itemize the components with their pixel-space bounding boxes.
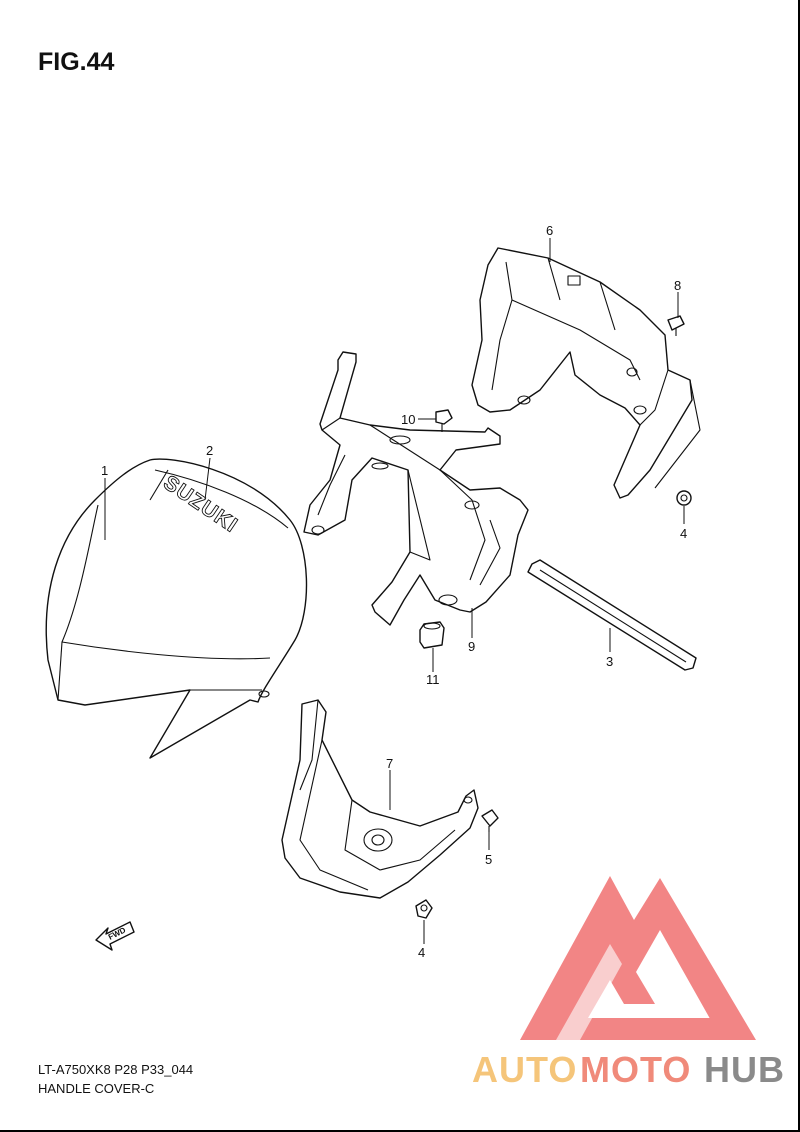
part-10-bolt (435, 409, 453, 432)
part-4-clip-upper (676, 490, 692, 506)
figure-title: FIG.44 (38, 48, 115, 76)
callout-7: 7 (386, 756, 393, 771)
callout-11: 11 (426, 672, 440, 687)
part-5-rivet (481, 809, 499, 832)
part-7-lower-cover (281, 699, 479, 899)
callout-1: 1 (101, 463, 108, 478)
part-4-clip-lower (415, 899, 433, 919)
part-9-bracket (303, 351, 529, 626)
callout-10: 10 (401, 412, 415, 427)
callout-4-lower: 4 (418, 945, 425, 960)
callout-9: 9 (468, 639, 475, 654)
part-6-upper-cover (471, 247, 701, 499)
model-code: LT-A750XK8 P28 P33_044 (38, 1062, 194, 1077)
callout-3: 3 (606, 654, 613, 669)
callout-6: 6 (546, 223, 553, 238)
callout-numbers: 1 2 3 4 4 5 6 7 8 9 10 11 (101, 223, 687, 960)
part-11-collar (419, 621, 445, 649)
part-3-seal-strip (527, 559, 697, 671)
section-name: HANDLE COVER-C (38, 1081, 155, 1096)
watermark-word-moto: MOTO (580, 1049, 691, 1090)
part-8-screw (667, 315, 685, 336)
callout-8: 8 (674, 278, 681, 293)
watermark-word-auto: AUTO (472, 1049, 577, 1090)
watermark-logo (520, 876, 756, 1040)
watermark-word-hub: HUB (704, 1049, 785, 1090)
watermark-text: AUTO MOTO HUB (472, 1049, 785, 1090)
leader-lines (104, 238, 685, 944)
callout-4-upper: 4 (680, 526, 687, 541)
callout-5: 5 (485, 852, 492, 867)
fwd-arrow: FWD (95, 921, 135, 951)
part-1-handle-cover (45, 458, 308, 759)
callout-2: 2 (206, 443, 213, 458)
